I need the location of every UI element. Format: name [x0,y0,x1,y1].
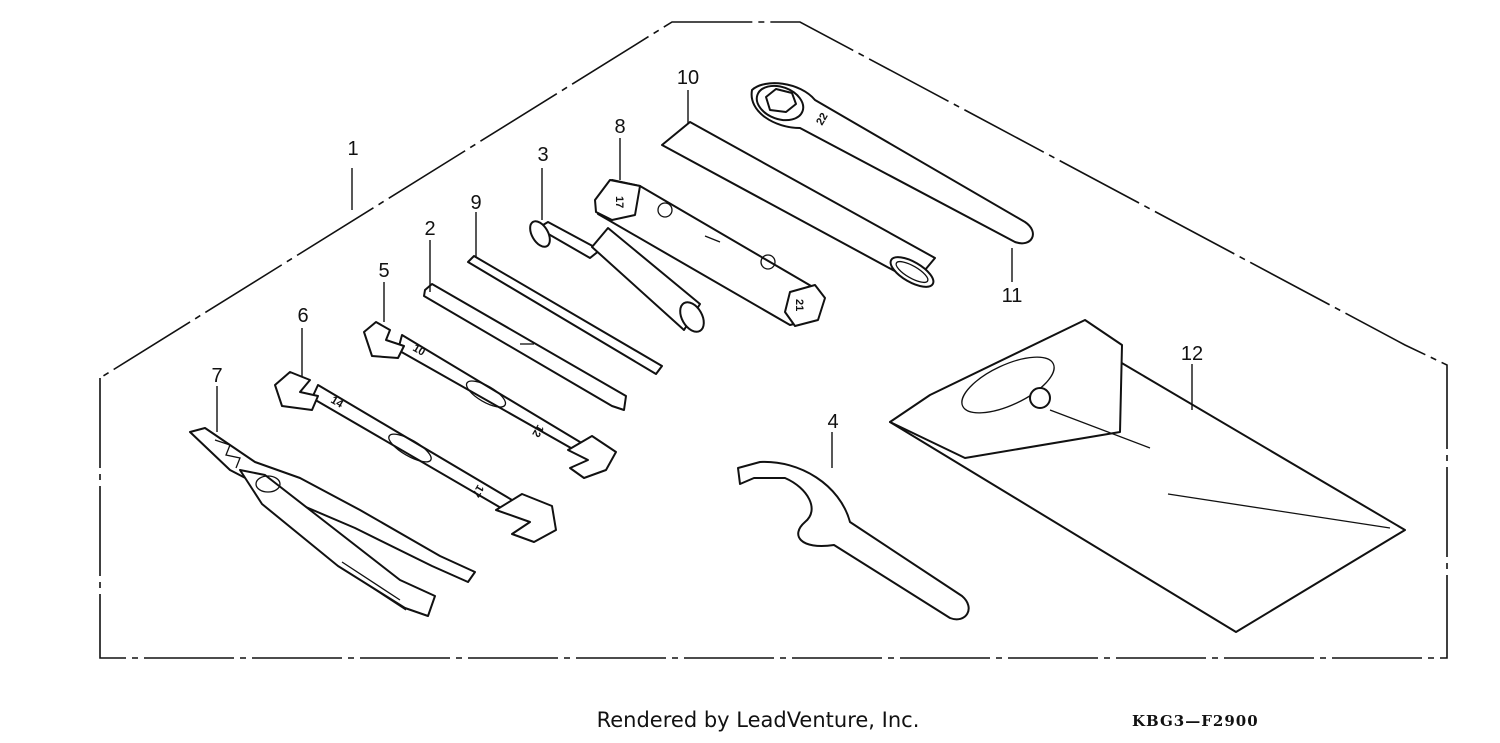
wrench-5-marking-a: 10 [411,342,428,359]
plug-wrench-marking-b: 21 [793,299,805,311]
spark-plug-wrench: 17 21 [594,179,826,327]
screwdriver-handle [529,220,705,333]
box-wrench-22: 22 [750,82,1034,245]
hook-wrench [737,460,970,621]
leader-lines [216,90,1193,468]
screwdriver-bit [423,283,627,411]
plug-wrench-marking-a: 17 [613,196,625,208]
callout-11: 11 [1002,285,1023,307]
pliers [189,427,476,617]
diagram-code: KBG3—F2900 [1132,712,1259,730]
open-end-wrench-10-12: 10 12 [363,321,617,479]
kit-outline [99,21,1448,659]
callout-7: 7 [211,365,222,387]
wrench-5-marking-b: 12 [529,423,546,440]
callout-9: 9 [470,192,481,214]
callout-10: 10 [677,67,699,89]
callout-4: 4 [827,411,838,433]
open-end-wrench-14-17: 14 17 [274,371,557,543]
callout-5: 5 [378,260,389,282]
wrench-6-marking-b: 17 [469,483,486,500]
callout-labels: 1 2 3 4 5 6 7 8 9 10 11 12 [211,67,1203,433]
callout-6: 6 [297,305,308,327]
callout-2: 2 [424,218,435,240]
callout-8: 8 [614,116,625,138]
tool-bag [889,319,1406,633]
tool-tube [661,121,936,288]
callout-3: 3 [537,144,548,166]
render-credit: Rendered by LeadVenture, Inc. [596,708,920,732]
box-wrench-marking: 22 [814,111,831,128]
extension-bar [467,255,663,375]
callout-1: 1 [347,138,358,160]
callout-12: 12 [1181,343,1203,365]
